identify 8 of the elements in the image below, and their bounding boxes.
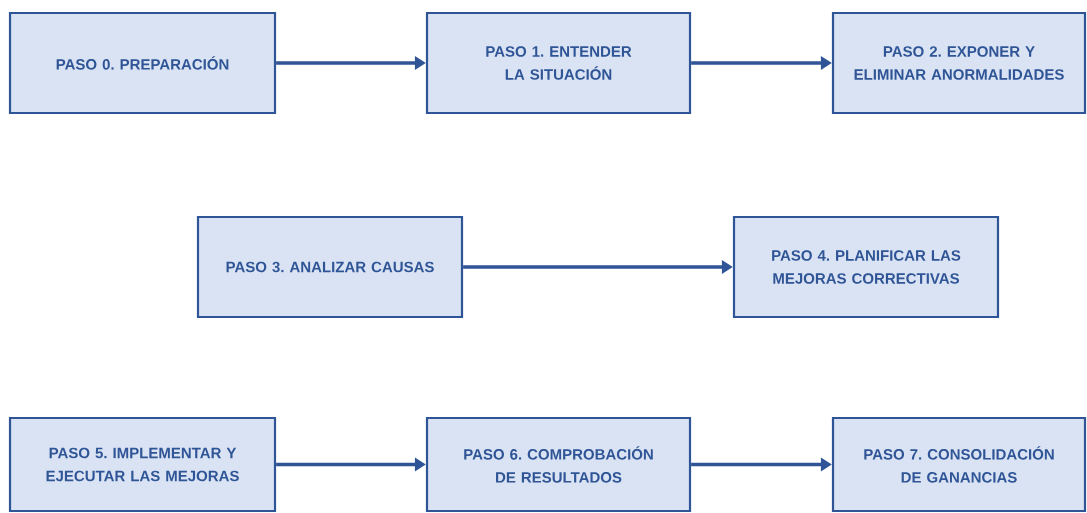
step-box: PASO 2. EXPONER Y ELIMINAR ANORMALIDADES — [831, 11, 1087, 115]
step-box: PASO 0. PREPARACIÓN — [8, 11, 277, 115]
step-box: PASO 6. COMPROBACIÓN DE RESULTADOS — [425, 416, 692, 513]
step-box: PASO 4. PLANIFICAR LAS MEJORAS CORRECTIVAS — [732, 215, 1000, 319]
step-box: PASO 5. IMPLEMENTAR Y EJECUTAR LAS MEJORAS — [8, 416, 277, 513]
step-box: PASO 3. ANALIZAR CAUSAS — [196, 215, 464, 319]
step-box: PASO 7. CONSOLIDACIÓN DE GANANCIAS — [831, 416, 1087, 513]
step-box: PASO 1. ENTENDER LA SITUACIÓN — [425, 11, 692, 115]
